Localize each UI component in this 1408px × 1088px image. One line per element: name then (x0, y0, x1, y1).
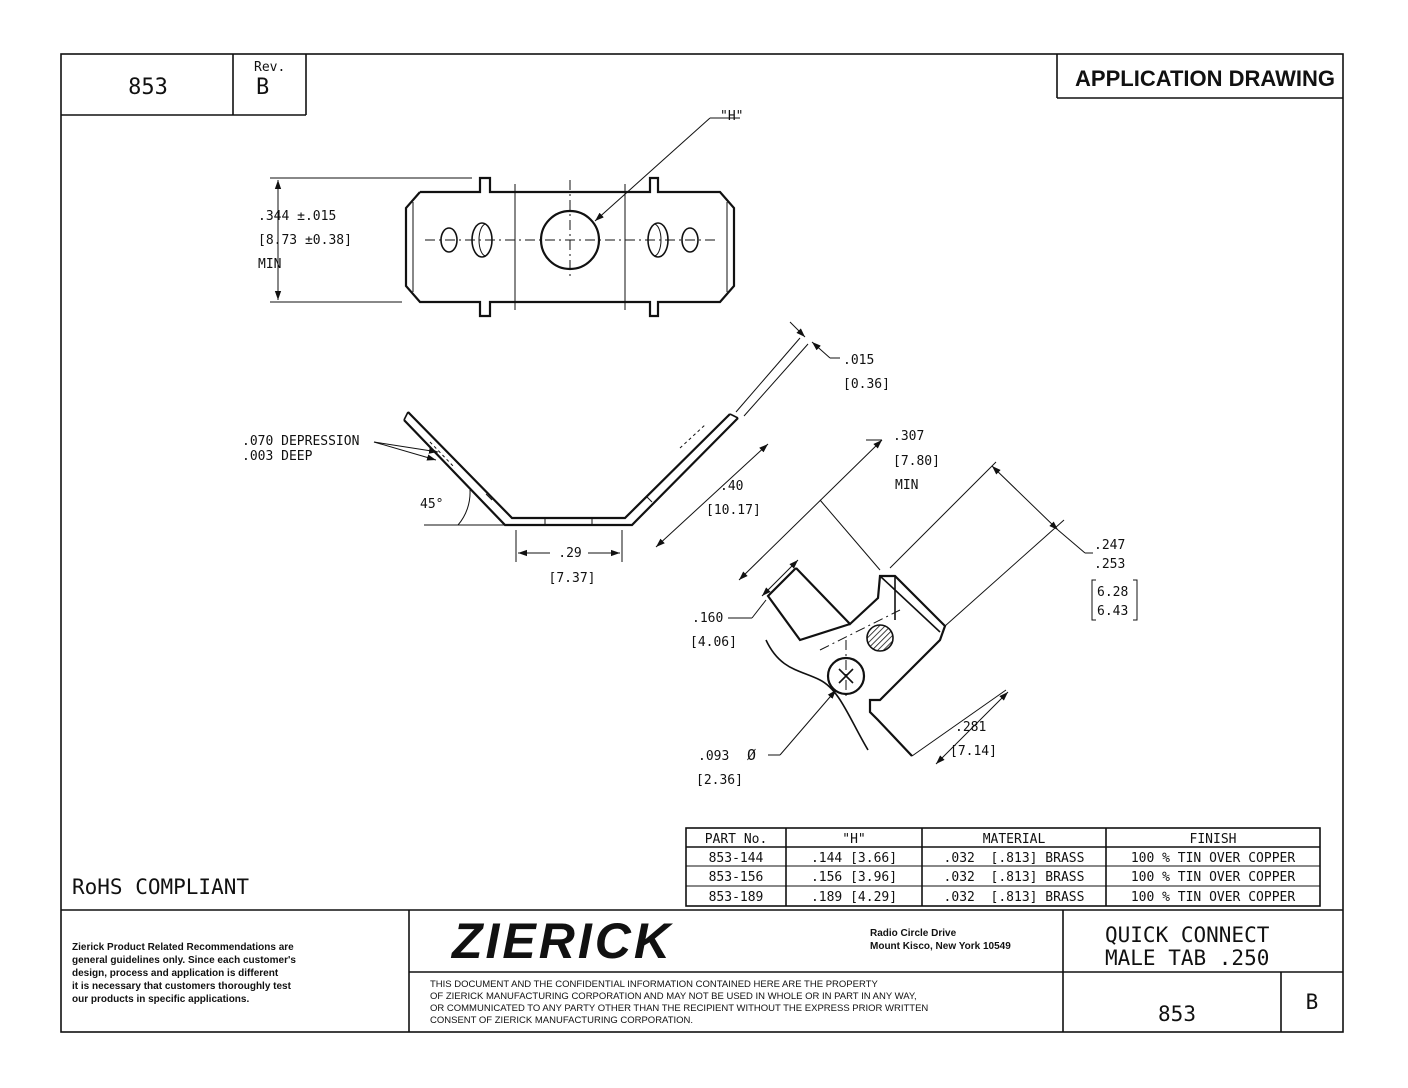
disclaimer-line: Zierick Product Related Recommendations … (72, 942, 294, 953)
table-cell: 100 % TIN OVER COPPER (1131, 851, 1296, 866)
confidential-line: CONSENT OF ZIERICK MANUFACTURING CORPORA… (430, 1015, 693, 1026)
angle-label: 45° (420, 497, 443, 512)
product-number: 853 (1158, 1002, 1196, 1026)
detail-view: .307 [7.80] MIN .247 .253 6.28 6.43 .160… (690, 429, 1138, 788)
hatched-hole-circle (866, 624, 894, 652)
tab-width-dim-inch-1: .247 (1094, 538, 1125, 553)
thickness-dim-inch: .015 (843, 353, 874, 368)
width-dim-note: MIN (258, 257, 281, 272)
company-address-1: Radio Circle Drive (870, 928, 957, 939)
distance-dim-inch: .281 (955, 720, 986, 735)
offset-dim-inch: .160 (692, 611, 723, 626)
company-address-2: Mount Kisco, New York 10549 (870, 941, 1011, 952)
confidential-line: THIS DOCUMENT AND THE CONFIDENTIAL INFOR… (430, 979, 878, 990)
header-part-number: 853 (128, 75, 168, 100)
table-cell: .032 [.813] BRASS (944, 851, 1085, 866)
table-header-part: PART No. (705, 832, 768, 847)
table-header-finish: FINISH (1190, 832, 1237, 847)
table-cell: .032 [.813] BRASS (944, 890, 1085, 905)
hole-h-circle (539, 209, 601, 271)
rohs-label: RoHS COMPLIANT (72, 875, 249, 899)
hole-diameter-inch: .093 (698, 749, 729, 764)
tab-length-dim-mm: [10.17] (706, 503, 761, 518)
offset-dim-mm: [4.06] (690, 635, 737, 650)
tab-width-dim-mm-2: 6.43 (1097, 604, 1128, 619)
table-cell: 853-144 (709, 851, 764, 866)
sheet-border (60, 53, 1344, 1033)
table-cell: .032 [.813] BRASS (944, 870, 1085, 885)
table-cell: 100 % TIN OVER COPPER (1131, 870, 1296, 885)
drawing-type-title: APPLICATION DRAWING (1075, 66, 1335, 91)
header-rev-label: Rev. (254, 60, 285, 75)
hole-diameter-symbol: Ø (747, 746, 756, 764)
product-title-2: MALE TAB .250 (1105, 946, 1269, 970)
min-length-dim-inch: .307 (893, 429, 924, 444)
min-length-dim-note: MIN (895, 478, 918, 493)
product-title-1: QUICK CONNECT (1105, 923, 1270, 947)
table-header-material: MATERIAL (983, 832, 1046, 847)
disclaimer-line: general guidelines only. Since each cust… (72, 955, 296, 966)
table-cell: .156 [3.96] (811, 870, 897, 885)
tab-width-dim-mm-1: 6.28 (1097, 585, 1128, 600)
product-rev: B (1306, 990, 1319, 1014)
hole-diameter-mm: [2.36] (696, 773, 743, 788)
tab-length-dim-inch: .40 (720, 479, 743, 494)
depression-label-2: .003 DEEP (242, 449, 313, 464)
header-block: 853 Rev. B APPLICATION DRAWING (61, 54, 1343, 116)
header-rev-value: B (256, 75, 269, 100)
depression-label-1: .070 DEPRESSION (242, 434, 359, 449)
table-cell: .189 [4.29] (811, 890, 897, 905)
thickness-dim-mm: [0.36] (843, 377, 890, 392)
confidential-line: OF ZIERICK MANUFACTURING CORPORATION AND… (430, 991, 917, 1002)
disclaimer-line: it is necessary that customers thoroughl… (72, 981, 292, 992)
company-logo: ZIERICK (450, 913, 674, 969)
top-view: .344 ±.015 [8.73 ±0.38] MIN "H" (258, 109, 743, 318)
center-dim-inch: .29 (558, 546, 581, 561)
confidential-line: OR COMMUNICATED TO ANY PARTY OTHER THAN … (430, 1003, 928, 1014)
min-length-dim-mm: [7.80] (893, 454, 940, 469)
side-view: .015 [0.36] .070 DEPRESSION .003 DEEP 45… (242, 321, 890, 586)
parts-table: PART No. "H" MATERIAL FINISH 853-144 .14… (685, 827, 1321, 907)
table-header-h: "H" (842, 832, 865, 847)
hole-h-label: "H" (720, 109, 743, 124)
table-cell: 853-156 (709, 870, 764, 885)
title-block: Zierick Product Related Recommendations … (61, 909, 1343, 1032)
table-cell: 853-189 (709, 890, 764, 905)
table-cell: .144 [3.66] (811, 851, 897, 866)
disclaimer-line: our products in specific applications. (72, 994, 249, 1005)
tab-width-dim-inch-2: .253 (1094, 557, 1125, 572)
width-dim-inch: .344 ±.015 (258, 209, 336, 224)
center-dim-mm: [7.37] (549, 571, 596, 586)
distance-dim-mm: [7.14] (950, 744, 997, 759)
width-dim-mm: [8.73 ±0.38] (258, 233, 352, 248)
table-cell: 100 % TIN OVER COPPER (1131, 890, 1296, 905)
disclaimer-line: design, process and application is diffe… (72, 968, 279, 979)
